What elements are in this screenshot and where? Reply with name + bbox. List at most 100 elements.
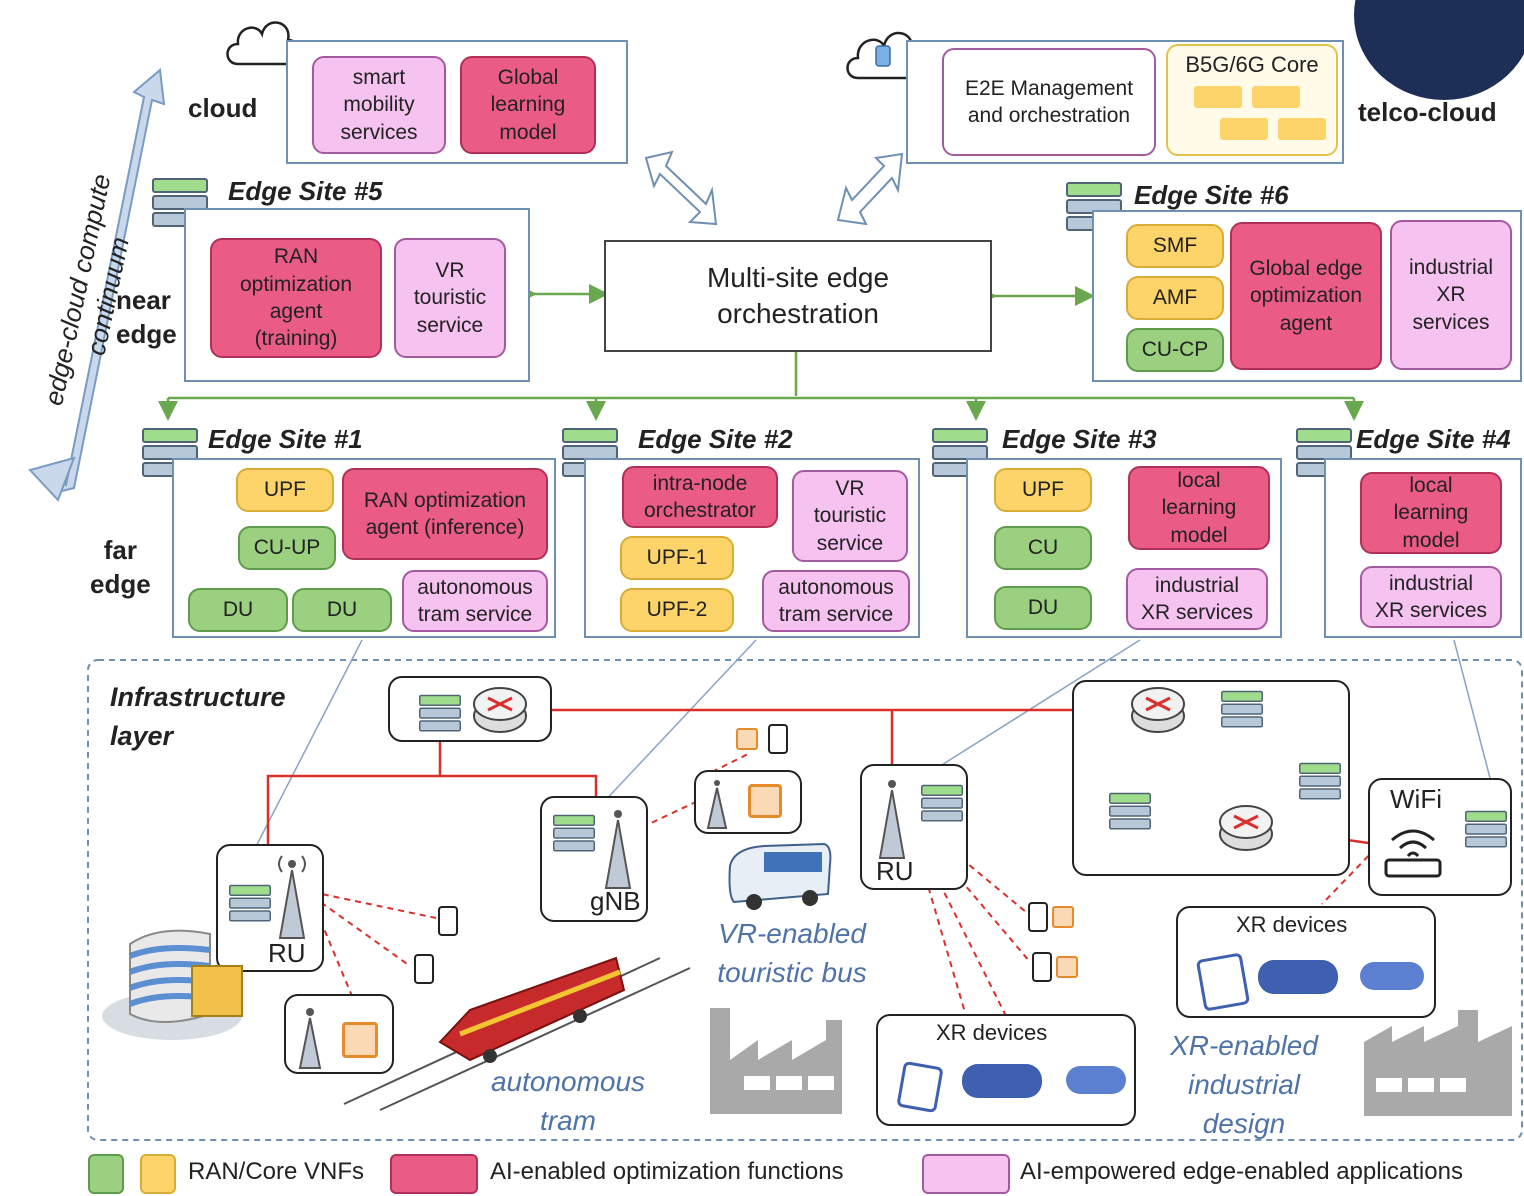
amf-box: AMF <box>1126 276 1224 320</box>
smartphone-icon <box>414 954 434 984</box>
smartphone-icon <box>1032 952 1052 982</box>
antenna-tower-icon <box>878 780 906 859</box>
server-rack-icon <box>1221 690 1263 732</box>
telco-cloud-icon <box>846 31 924 80</box>
server-rack-icon <box>1109 792 1151 834</box>
router-icon <box>473 687 527 733</box>
ran-agent-inference-box: RAN optimization agent (inference) <box>342 468 548 560</box>
building-icon <box>102 929 243 1040</box>
vr-headset-icon <box>962 1064 1042 1098</box>
antenna-tower-icon <box>278 855 306 939</box>
server-rack-icon <box>553 814 595 856</box>
tier-near-edge-label: near edge <box>116 285 177 349</box>
legend-ai-label: AI-enabled optimization functions <box>490 1158 844 1185</box>
cu-cp-box: CU-CP <box>1126 328 1224 372</box>
multi-site-orchestration-box: Multi-site edge orchestration <box>604 240 992 352</box>
edge3-cu-box: CU <box>994 526 1092 570</box>
legend-swatch-green <box>88 1154 124 1194</box>
factory-icon <box>1364 1010 1512 1116</box>
edge5-vr-box: VR touristic service <box>394 238 506 358</box>
smf-box: SMF <box>1126 224 1224 268</box>
antenna-tower-icon <box>706 780 728 829</box>
edge4-title: Edge Site #4 <box>1356 424 1511 454</box>
vr-headset-icon <box>896 1060 944 1114</box>
tier-far-edge-label: far edge <box>90 535 151 599</box>
chip-icon <box>1056 956 1078 978</box>
server-rack-icon <box>229 884 271 926</box>
antenna-tower-icon <box>298 1008 322 1069</box>
control-links <box>158 284 1364 421</box>
smartphone-icon <box>438 906 458 936</box>
chip-icon <box>1052 906 1074 928</box>
legend-apps-label: AI-empowered edge-enabled applications <box>1020 1158 1463 1185</box>
edge4-local-model-box: local learning model <box>1360 472 1502 554</box>
cloud-orch-arrow <box>644 150 904 226</box>
bus-icon <box>728 842 832 910</box>
router-icon <box>1219 805 1273 851</box>
edge4-xr-box: industrial XR services <box>1360 566 1502 628</box>
vr-headset-icon <box>1258 960 1338 994</box>
caption-xr-industrial: XR-enabled industrial design <box>1170 1030 1318 1140</box>
telco-cloud-label: telco-cloud <box>1358 97 1497 127</box>
core-function-block <box>1252 86 1300 108</box>
edge6-xr-box: industrial XR services <box>1390 220 1512 370</box>
edge3-local-model-box: local learning model <box>1128 466 1270 550</box>
antenna-tower-icon <box>604 810 632 889</box>
edge1-cu-up-box: CU-UP <box>238 526 336 570</box>
server-rack-icon <box>1465 810 1507 852</box>
tram-icon <box>438 956 626 1063</box>
edge1-upf-box: UPF <box>236 468 334 512</box>
global-edge-agent-box: Global edge optimization agent <box>1230 222 1382 370</box>
wifi-label: WiFi <box>1390 784 1442 814</box>
server-rack-icon <box>921 784 963 826</box>
legend-swatch-ai <box>390 1154 478 1194</box>
factory-icon <box>710 1008 842 1114</box>
smartphone-icon <box>1028 902 1048 932</box>
metro-ring-node <box>1072 680 1350 876</box>
core-function-block <box>1220 118 1268 140</box>
server-rack-icon <box>932 428 988 482</box>
b5g-core-label: B5G/6G Core <box>1185 52 1319 77</box>
legend-vnf-label: RAN/Core VNFs <box>188 1158 365 1185</box>
upf-1-box: UPF-1 <box>620 536 734 580</box>
router-icon <box>1131 687 1185 733</box>
chip-icon <box>342 1022 378 1058</box>
edge1-du-box-1: DU <box>188 588 288 632</box>
edge2-vr-box: VR touristic service <box>792 470 908 562</box>
upf-2-box: UPF-2 <box>620 588 734 632</box>
intra-node-orchestrator-box: intra-node orchestrator <box>622 466 778 528</box>
legend-swatch-yellow <box>140 1154 176 1194</box>
ru-mid-label: RU <box>876 856 914 886</box>
xr-devices-label-right: XR devices <box>1236 912 1348 937</box>
wifi-router-icon <box>1384 829 1442 878</box>
core-function-block <box>1278 118 1326 140</box>
edge5-title: Edge Site #5 <box>228 176 383 206</box>
tier-cloud-label: cloud <box>188 93 258 123</box>
e2e-management-box: E2E Management and orchestration <box>942 48 1156 156</box>
caption-vr-bus: VR-enabled touristic bus <box>717 918 867 989</box>
edge3-xr-box: industrial XR services <box>1126 568 1268 630</box>
edge3-title: Edge Site #3 <box>1002 424 1157 454</box>
edge1-tram-box: autonomous tram service <box>402 570 548 632</box>
edge3-upf-box: UPF <box>994 468 1092 512</box>
smartphone-icon <box>768 724 788 754</box>
edge6-title: Edge Site #6 <box>1134 180 1289 210</box>
legend-swatch-apps <box>922 1154 1010 1194</box>
edge2-title: Edge Site #2 <box>638 424 793 454</box>
edge3-du-box: DU <box>994 586 1092 630</box>
core-function-block <box>1194 86 1242 108</box>
edge1-title: Edge Site #1 <box>208 424 363 454</box>
ru-left-label: RU <box>268 938 306 968</box>
chip-icon <box>736 728 758 750</box>
global-learning-model-box: Global learning model <box>460 56 596 154</box>
vr-headset-icon <box>1360 962 1424 990</box>
ran-agent-training-box: RAN optimization agent (training) <box>210 238 382 358</box>
vr-headset-icon <box>1195 952 1251 1012</box>
vr-headset-icon <box>1066 1066 1126 1094</box>
edge2-tram-box: autonomous tram service <box>762 570 910 632</box>
server-rack-icon <box>152 178 208 232</box>
xr-devices-label-left: XR devices <box>936 1020 1048 1045</box>
b5g-core-box: B5G/6G Core <box>1166 44 1338 156</box>
server-rack-icon <box>419 694 461 736</box>
